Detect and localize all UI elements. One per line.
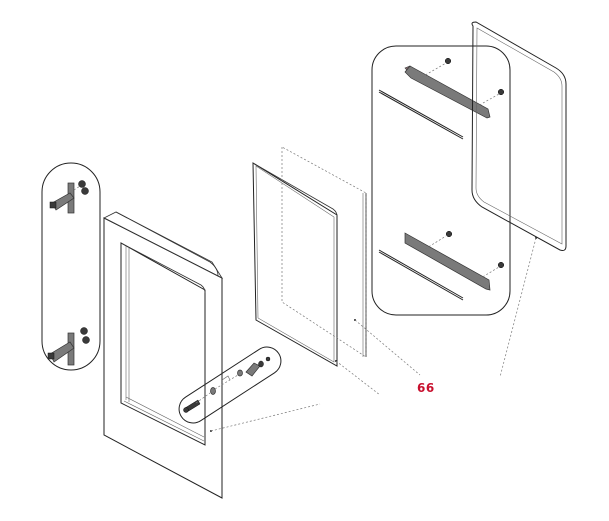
hinge-bracket-icon (49, 180, 89, 214)
hinge-bracket-icon (47, 327, 90, 366)
glass-seal-frame[interactable] (252, 162, 338, 367)
hinge-detail-group[interactable] (41, 162, 101, 371)
part-callout-66[interactable]: 66 (417, 381, 435, 395)
door-gasket[interactable] (471, 21, 567, 251)
handle-fastener-detail-group[interactable] (174, 342, 287, 429)
outer-door-frame[interactable] (103, 211, 224, 499)
glass-retainer-strip-detail-group[interactable] (371, 45, 511, 316)
leader-lines (210, 237, 537, 432)
glass-pane[interactable] (281, 146, 367, 358)
